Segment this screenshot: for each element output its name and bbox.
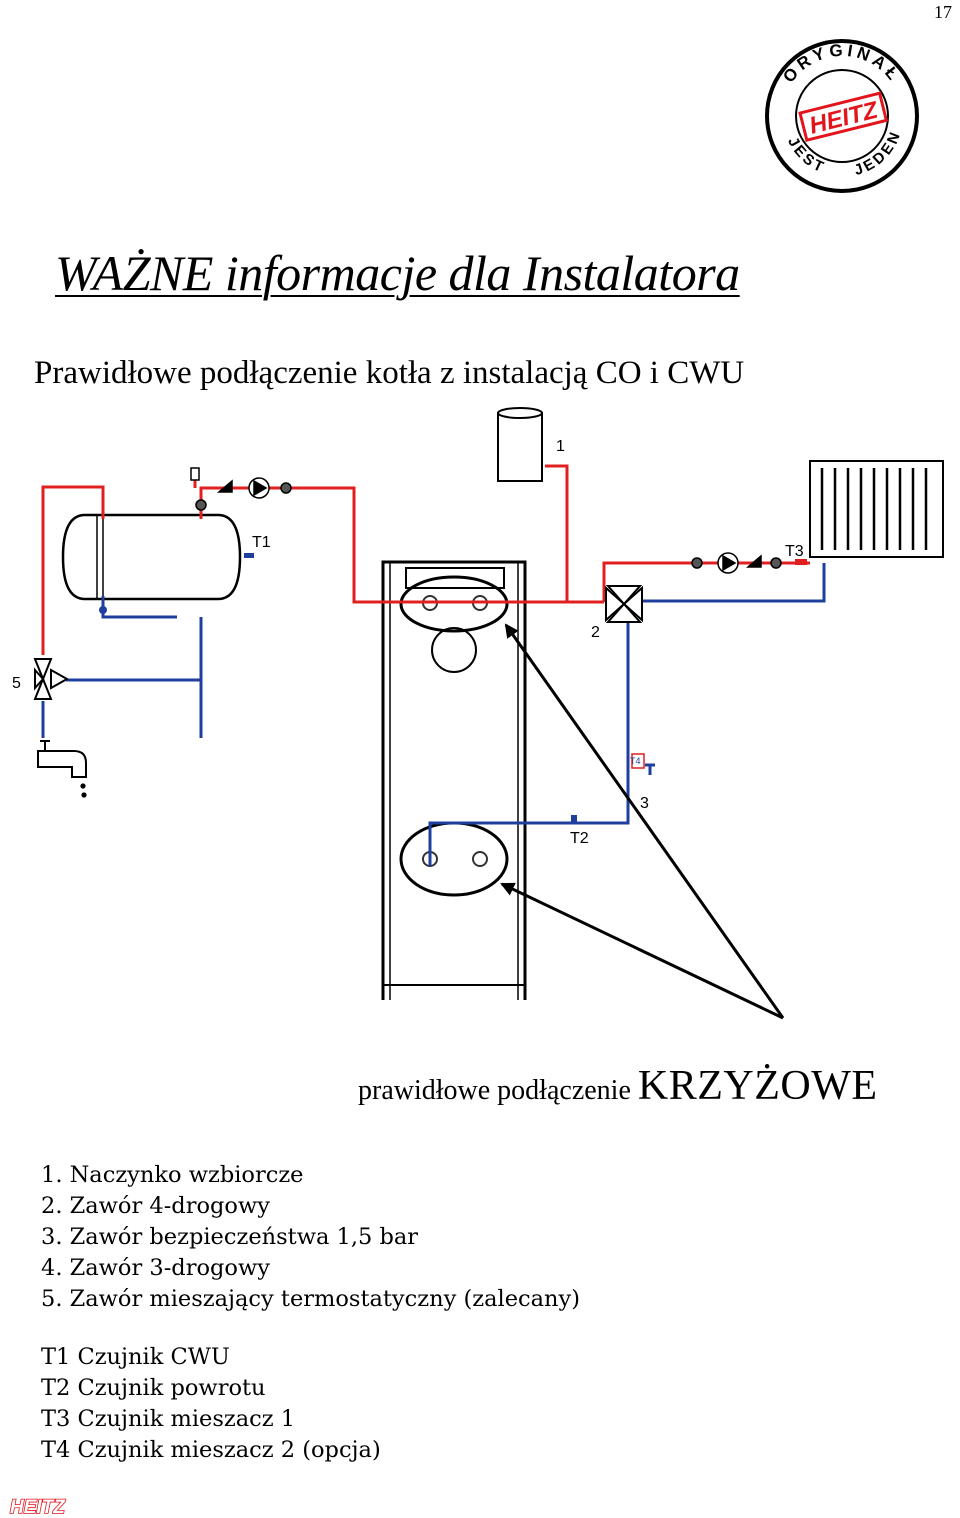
legend-item: 1. Naczynko wzbiorcze [41,1162,304,1188]
label-sensor-t4: T4 [630,756,641,766]
dhw-pump-group [190,467,292,511]
legend-item: 4. Zawór 3-drogowy [41,1255,270,1281]
legend-item: T2 Czujnik powrotu [41,1375,266,1401]
sensor-marks [99,553,807,823]
label-sensor-t3: T3 [785,543,804,560]
footer-brand: HEITZ [10,1497,66,1516]
installation-diagram: 1 2 3 5 T1 T2 T3 T4 [12,407,944,1020]
label-four-way-valve: 2 [591,624,600,641]
legend-item: T1 Czujnik CWU [41,1344,230,1370]
mixing-valve [33,658,70,700]
crossover-arrows [500,623,785,1020]
stamp-ring-right: JEDEN [852,127,902,179]
heitz-original-stamp: ORYGINAŁ JEST JEDEN HEITZ [765,39,919,193]
diagram-caption: prawidłowe podłączenie KRZYŻOWE [358,1062,878,1110]
legend-item: 2. Zawór 4-drogowy [41,1193,270,1219]
caption-emphasis: KRZYŻOWE [637,1063,878,1109]
label-sensor-t2: T2 [570,830,589,847]
safety-valve [631,753,645,769]
sensors-legend: T1 Czujnik CWU T2 Czujnik powrotu T3 Czu… [41,1342,381,1466]
page-number: 17 [934,2,952,22]
svg-text:ORYGINAŁ: ORYGINAŁ [779,41,905,87]
radiator [809,460,944,558]
legend-item: 5. Zawór mieszający termostatyczny (zale… [41,1286,581,1312]
legend-item: T4 Czujnik mieszacz 2 (opcja) [41,1437,381,1463]
dhw-tank [61,513,242,601]
expansion-vessel [497,407,543,482]
caption-prefix: prawidłowe podłączenie [358,1075,638,1106]
tap [37,740,87,798]
page-title: WAŻNE informacje dla Instalatora [55,245,740,301]
return-piping [41,563,826,866]
label-sensor-t1: T1 [252,534,271,551]
footer-heitz-logo: HEITZ [9,1496,67,1516]
label-safety-valve: 3 [640,795,649,812]
radiator-pump-group [691,552,782,574]
svg-text:JEDEN: JEDEN [852,127,905,179]
components-legend: 1. Naczynko wzbiorcze 2. Zawór 4-drogowy… [41,1160,580,1315]
stamp-ring-top: ORYGINAŁ [779,41,901,87]
boiler [381,560,527,1000]
label-expansion-vessel: 1 [556,438,565,455]
legend-item: 3. Zawór bezpieczeństwa 1,5 bar [41,1224,419,1250]
legend-item: T3 Czujnik mieszacz 1 [41,1406,296,1432]
four-way-valve [605,585,643,623]
page-subtitle: Prawidłowe podłączenie kotła z instalacj… [34,355,745,391]
label-mixing-valve: 5 [12,675,21,692]
